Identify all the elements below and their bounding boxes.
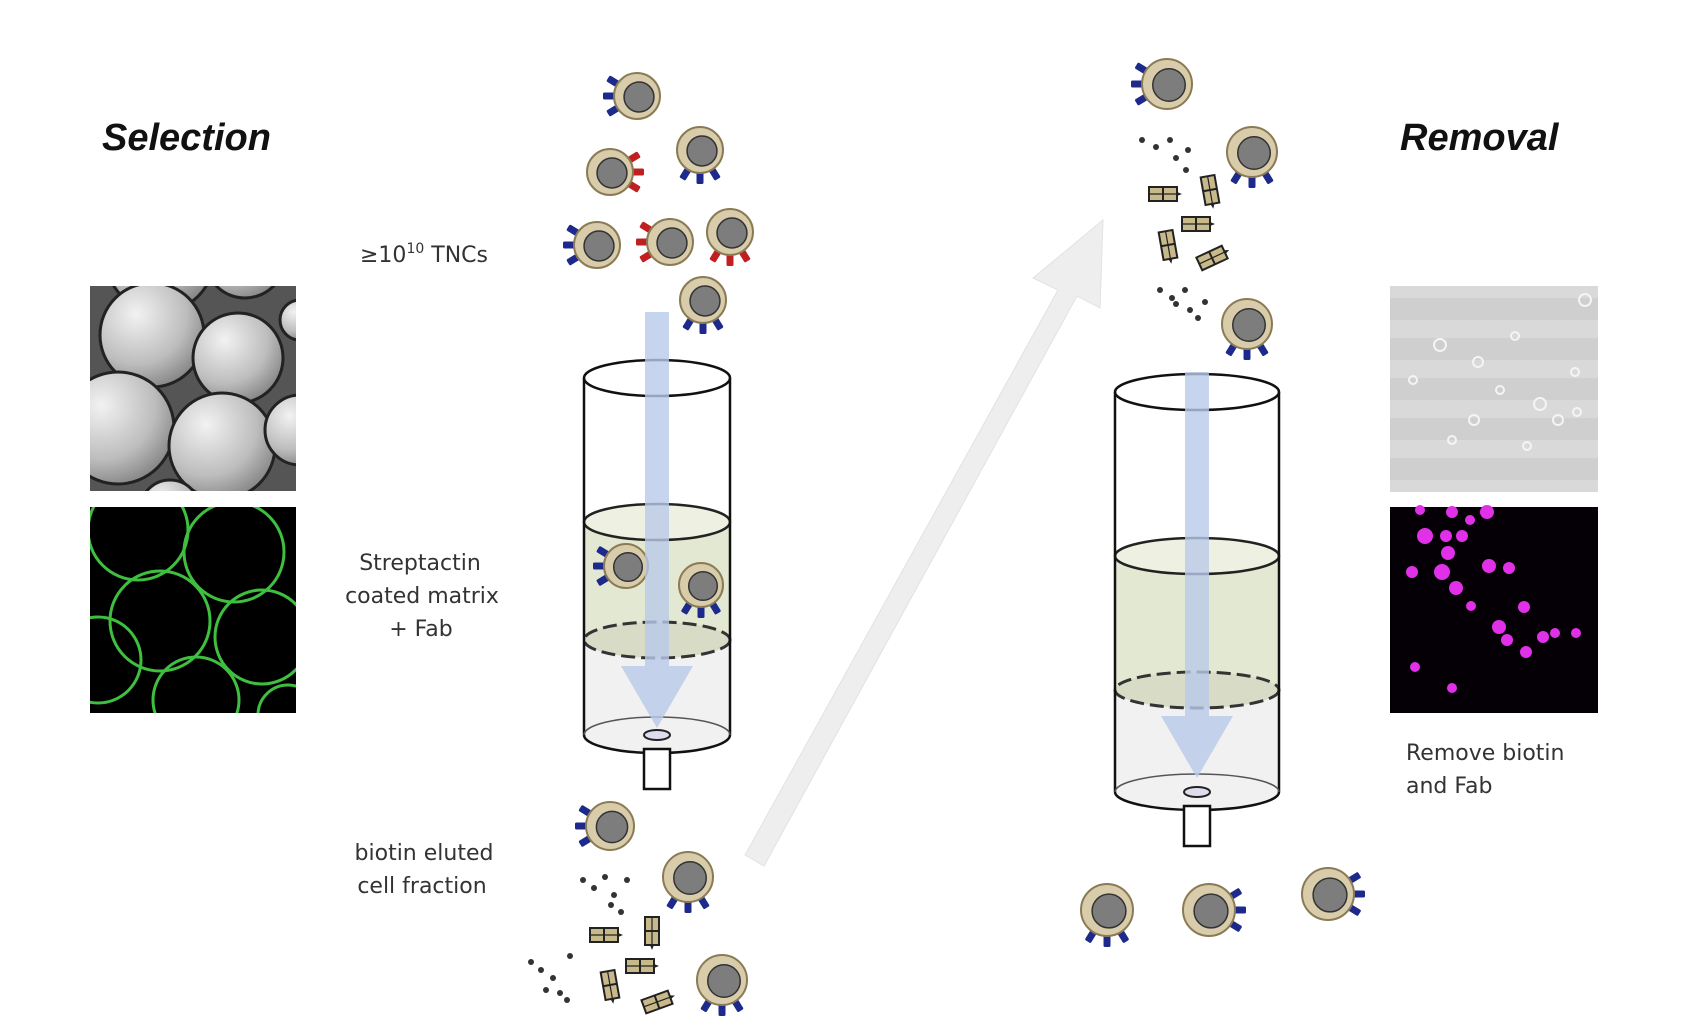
biotin-dot-icon bbox=[550, 975, 556, 981]
biotin-dot-icon bbox=[564, 997, 570, 1003]
transfer-arrow-icon bbox=[744, 218, 1104, 867]
cell-icon bbox=[1080, 883, 1134, 947]
cell-icon bbox=[1131, 58, 1193, 110]
biotin-dot-icon bbox=[1169, 295, 1175, 301]
matrix-label-line1: Streptactin bbox=[359, 551, 481, 576]
biotin-dot-icon bbox=[1173, 155, 1179, 161]
fab-fragments-layer bbox=[589, 173, 1230, 1015]
cell-icon bbox=[1221, 298, 1273, 360]
fab-fragment-icon bbox=[1148, 186, 1182, 202]
cell-icon bbox=[603, 72, 661, 120]
matrix-label-line3: + Fab bbox=[389, 617, 453, 642]
cell-icon bbox=[593, 543, 649, 589]
biotin-dot-icon bbox=[1167, 137, 1173, 143]
micrograph-fluorescent-beads bbox=[90, 507, 296, 713]
biotin-dot-icon bbox=[618, 909, 624, 915]
cell-icon bbox=[1182, 883, 1246, 937]
flow-arrow-icon bbox=[621, 312, 693, 728]
cell-icon bbox=[678, 562, 724, 618]
biotin-dot-icon bbox=[1183, 167, 1189, 173]
biotin-dot-icon bbox=[1182, 287, 1188, 293]
cell-icon bbox=[1226, 126, 1278, 188]
outlet bbox=[1182, 804, 1212, 848]
fab-fragment-icon bbox=[625, 958, 659, 974]
fab-fragment-icon bbox=[1199, 173, 1221, 209]
biotin-dot-icon bbox=[611, 892, 617, 898]
flow-arrows-layer bbox=[621, 312, 1233, 778]
cell-icon bbox=[676, 126, 724, 184]
biotin-dot-icon bbox=[1187, 307, 1193, 313]
eluted-label-line1: biotin eluted bbox=[355, 841, 494, 866]
cell-icon bbox=[636, 218, 694, 266]
tnc-exponent: 10 bbox=[406, 241, 424, 257]
biotin-dot-icon bbox=[624, 877, 630, 883]
biotin-dot-icon bbox=[543, 987, 549, 993]
removal-heading: Removal bbox=[1400, 117, 1560, 159]
biotin-layer bbox=[528, 137, 1208, 1003]
biotin-dot-icon bbox=[1185, 147, 1191, 153]
matrix-label-line2: coated matrix bbox=[345, 584, 499, 609]
biotin-dot-icon bbox=[1202, 299, 1208, 305]
tnc-label: ≥1010 TNCs bbox=[360, 241, 488, 268]
biotin-dot-icon bbox=[538, 967, 544, 973]
fab-fragment-icon bbox=[644, 916, 660, 950]
fab-fragment-icon bbox=[640, 989, 675, 1015]
cell-icon bbox=[575, 801, 635, 851]
biotin-dot-icon bbox=[1173, 301, 1179, 307]
biotin-dot-icon bbox=[557, 990, 563, 996]
biotin-dot-icon bbox=[602, 874, 608, 880]
tnc-prefix: ≥10 bbox=[360, 243, 406, 268]
biotin-dot-icon bbox=[580, 877, 586, 883]
micrograph-brightfield-beads bbox=[90, 286, 296, 491]
fab-fragment-icon bbox=[1157, 228, 1179, 264]
biotin-dot-icon bbox=[591, 885, 597, 891]
selection-heading: Selection bbox=[102, 117, 271, 159]
biotin-dot-icon bbox=[1153, 144, 1159, 150]
removal-label-line2: and Fab bbox=[1406, 774, 1492, 799]
cell-icon bbox=[696, 954, 748, 1016]
cell-icon bbox=[662, 851, 714, 913]
biotin-dot-icon bbox=[1157, 287, 1163, 293]
cell-icon bbox=[679, 276, 727, 334]
micrograph-fluorescent-cells bbox=[1390, 505, 1598, 713]
biotin-dot-icon bbox=[608, 902, 614, 908]
outlet bbox=[642, 747, 672, 791]
tnc-suffix: TNCs bbox=[424, 243, 488, 268]
cell-icon bbox=[706, 208, 754, 266]
biotin-dot-icon bbox=[1195, 315, 1201, 321]
removal-label-line1: Remove biotin bbox=[1406, 741, 1565, 766]
biotin-dot-icon bbox=[528, 959, 534, 965]
fab-fragment-icon bbox=[599, 968, 621, 1004]
cells-layer bbox=[563, 58, 1365, 1016]
fab-fragment-icon bbox=[1181, 216, 1215, 232]
fab-fragment-icon bbox=[589, 927, 623, 943]
flow-arrow-icon bbox=[1161, 372, 1233, 778]
cell-icon bbox=[1301, 867, 1365, 921]
micrograph-brightfield-cells bbox=[1390, 286, 1598, 492]
cell-icon bbox=[586, 148, 644, 196]
fab-fragment-icon bbox=[1195, 244, 1230, 272]
eluted-label-line2: cell fraction bbox=[357, 874, 486, 899]
biotin-dot-icon bbox=[567, 953, 573, 959]
biotin-dot-icon bbox=[1139, 137, 1145, 143]
cell-icon bbox=[563, 221, 621, 269]
